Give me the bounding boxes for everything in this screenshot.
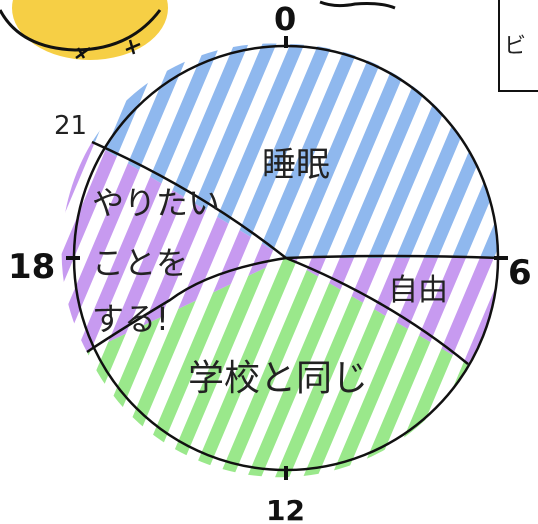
hatch-stroke xyxy=(92,43,267,258)
hatch-stroke xyxy=(61,142,211,352)
hatch-stroke xyxy=(286,258,498,364)
hour-ticks xyxy=(66,36,508,480)
hatch-stroke xyxy=(61,142,287,352)
hatch-stroke xyxy=(0,0,8,520)
segment-label-want-line2: ことを xyxy=(92,244,188,282)
hour-label-6: 6 xyxy=(508,253,532,293)
hatch-stroke xyxy=(92,43,323,258)
hour-label-12: 12 xyxy=(266,494,305,524)
hatch-stroke xyxy=(0,0,8,520)
hatch-stroke xyxy=(92,43,295,258)
segment-dividers xyxy=(86,140,501,365)
top-scribble xyxy=(319,0,396,10)
hour-label-21: 21 xyxy=(54,111,87,141)
hatch-stroke xyxy=(341,258,498,364)
segment-label-sleep: 睡眠 xyxy=(262,145,330,185)
hatch-stroke xyxy=(145,43,379,258)
hatch-stroke xyxy=(369,258,498,364)
hatch-stroke xyxy=(117,142,287,352)
segment-label-school: 学校と同じ xyxy=(188,358,368,399)
segment-label-want-line3: する! xyxy=(92,300,169,338)
corner-box-text: ビ xyxy=(504,34,527,59)
hatch-stroke xyxy=(286,258,435,364)
hatch-stroke xyxy=(0,0,8,520)
hatch-stroke xyxy=(145,142,287,352)
hatch-stroke xyxy=(286,258,463,364)
hatch-stroke xyxy=(0,0,8,520)
hatch-stroke xyxy=(89,142,287,352)
hatch-stroke xyxy=(313,258,498,364)
hatch-stroke xyxy=(286,258,491,364)
hatch-stroke xyxy=(201,43,435,258)
sun-illustration xyxy=(0,0,168,60)
hatch-stroke xyxy=(173,43,407,258)
hour-label-18: 18 xyxy=(8,247,55,287)
hatch-stroke xyxy=(117,43,351,258)
hatch-stroke xyxy=(92,43,211,258)
hatch-stroke xyxy=(61,142,239,352)
hour-label-0: 0 xyxy=(274,0,296,38)
corner-box xyxy=(498,0,538,92)
segment-label-free: 自由 xyxy=(388,273,448,308)
hatch-stroke xyxy=(61,142,267,352)
hatch-stroke xyxy=(92,43,239,258)
segment-label-want-line1: やりたい xyxy=(92,184,220,222)
